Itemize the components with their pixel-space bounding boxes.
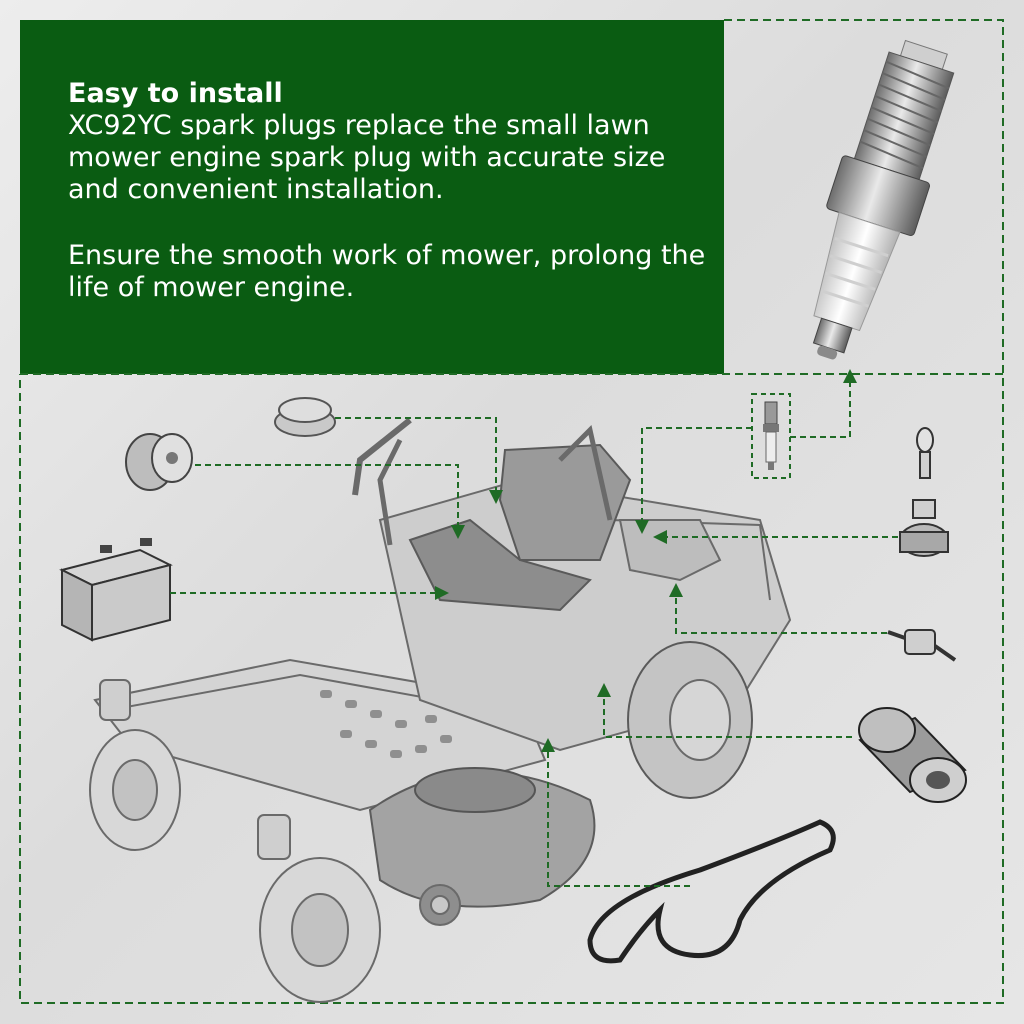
panel-paragraph-1: XC92YC spark plugs replace the small law…: [68, 110, 666, 205]
air-filter-image: [858, 707, 967, 803]
gas-cap-image: [274, 397, 336, 437]
oil-filter-image: [125, 433, 193, 491]
dashed-frame: [19, 19, 1004, 1004]
battery-image: [59, 538, 173, 642]
panel-paragraph-2: Ensure the smooth work of mower, prolong…: [68, 240, 706, 303]
panel-heading: Easy to install: [68, 78, 283, 109]
info-copy: Easy to install XC92YC spark plugs repla…: [68, 78, 708, 304]
ignition-key-image: [916, 427, 934, 479]
connector-lines: [170, 369, 898, 887]
mower-drawing: [89, 417, 792, 1003]
spark-plug-icon: [751, 393, 791, 479]
info-panel: [20, 20, 724, 374]
spark-plug-image: [812, 39, 955, 360]
drive-belt-image: [587, 819, 836, 964]
ignition-switch-image: [899, 499, 949, 557]
fuel-filter-image: [887, 629, 957, 662]
